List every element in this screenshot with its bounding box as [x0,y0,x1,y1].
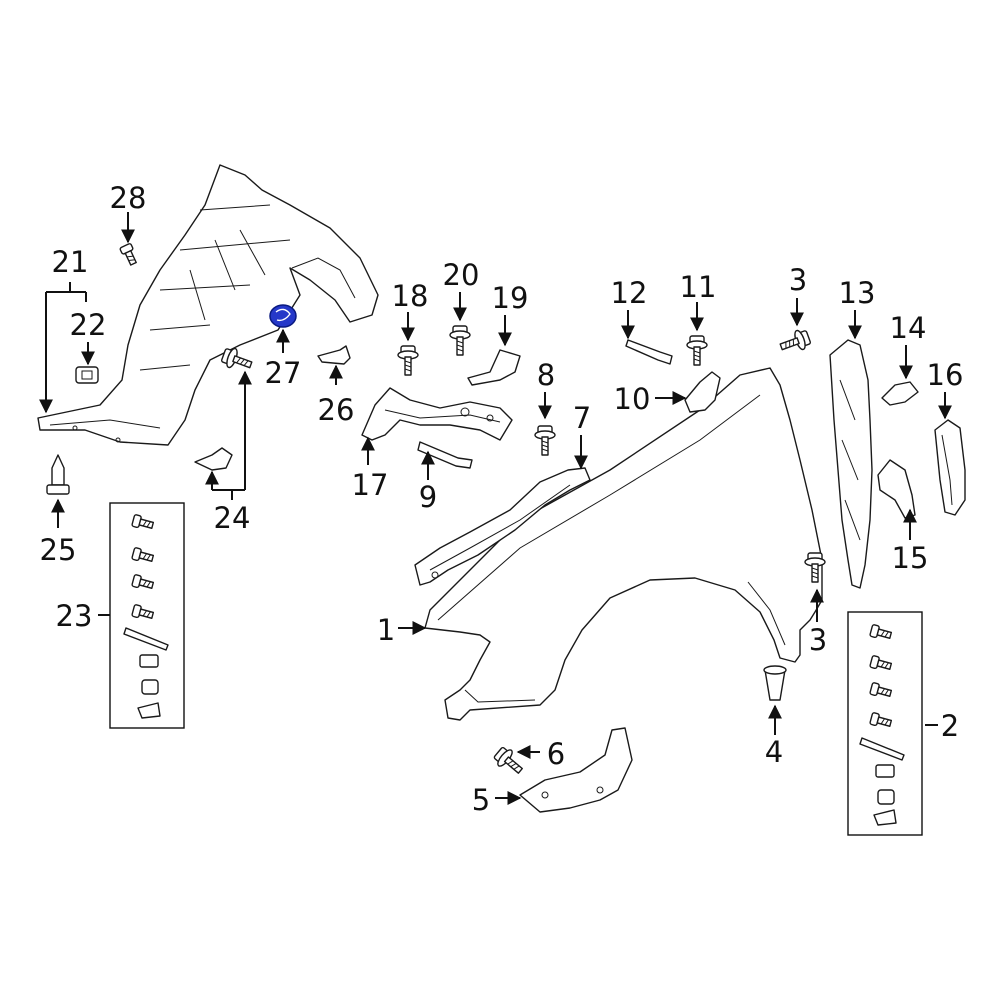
callout-17: 17 [352,468,389,502]
part-9-rod[interactable] [417,441,473,469]
hardware-kit-2[interactable] [847,611,923,836]
callout-7: 7 [573,401,591,435]
callout-21: 21 [52,245,89,279]
part-8-bolt[interactable] [534,425,556,456]
callout-9: 9 [419,480,437,514]
part-28-clip[interactable] [118,242,140,268]
part-26-pin[interactable] [317,345,351,365]
callout-19: 19 [492,281,529,315]
callout-4: 4 [765,735,783,769]
part-22-nut[interactable] [75,366,99,384]
part-20-bolt[interactable] [449,325,471,356]
callout-24: 24 [214,501,251,535]
callout-5: 5 [472,783,490,817]
hardware-kit-23[interactable] [109,502,185,729]
callout-23: 23 [56,599,93,633]
callout-2: 2 [941,709,959,743]
callout-14: 14 [890,311,927,345]
part-16-moulding[interactable] [934,419,966,516]
part-25-screw[interactable] [46,454,70,495]
part-15-trim[interactable] [877,459,916,519]
part-12-pin[interactable] [625,339,673,365]
callout-6: 6 [547,737,565,771]
callout-3-upper: 3 [789,263,807,297]
callout-10: 10 [614,382,651,416]
part-13-seal[interactable] [829,339,873,589]
part-3-bolt-upper[interactable] [777,326,813,357]
fender-panel[interactable] [424,367,823,721]
callout-13: 13 [839,276,876,310]
callout-labels: 1 2 3 3 4 5 6 7 8 9 10 11 12 13 14 15 16… [40,181,964,817]
part-24-clip-lower[interactable] [194,447,233,471]
part-7-bracket[interactable] [414,467,591,586]
callout-1: 1 [377,613,395,647]
callout-22: 22 [70,308,107,342]
callout-20: 20 [443,258,480,292]
part-11-bolt[interactable] [686,335,708,366]
part-10-clip[interactable] [684,371,721,413]
part-19-bracket[interactable] [467,349,521,386]
callout-16: 16 [927,358,964,392]
part-17-support[interactable] [361,387,513,441]
fender-liner[interactable] [37,164,379,446]
part-18-bolt[interactable] [397,345,419,376]
part-6-bolt[interactable] [490,743,528,780]
callout-15: 15 [892,541,929,575]
callout-27: 27 [265,356,302,390]
part-5-bracket[interactable] [519,727,633,813]
part-14-clip[interactable] [881,381,919,406]
part-27-plug[interactable] [269,304,297,328]
callout-8: 8 [537,358,555,392]
callout-26: 26 [318,393,355,427]
callout-25: 25 [40,533,77,567]
callout-28: 28 [110,181,147,215]
callout-11: 11 [680,270,717,304]
callout-18: 18 [392,279,429,313]
callout-3-lower: 3 [809,623,827,657]
callout-12: 12 [611,276,648,310]
part-4-grommet[interactable] [763,665,787,701]
part-24-bolt-upper[interactable] [219,344,255,375]
leader-lines [39,212,952,805]
